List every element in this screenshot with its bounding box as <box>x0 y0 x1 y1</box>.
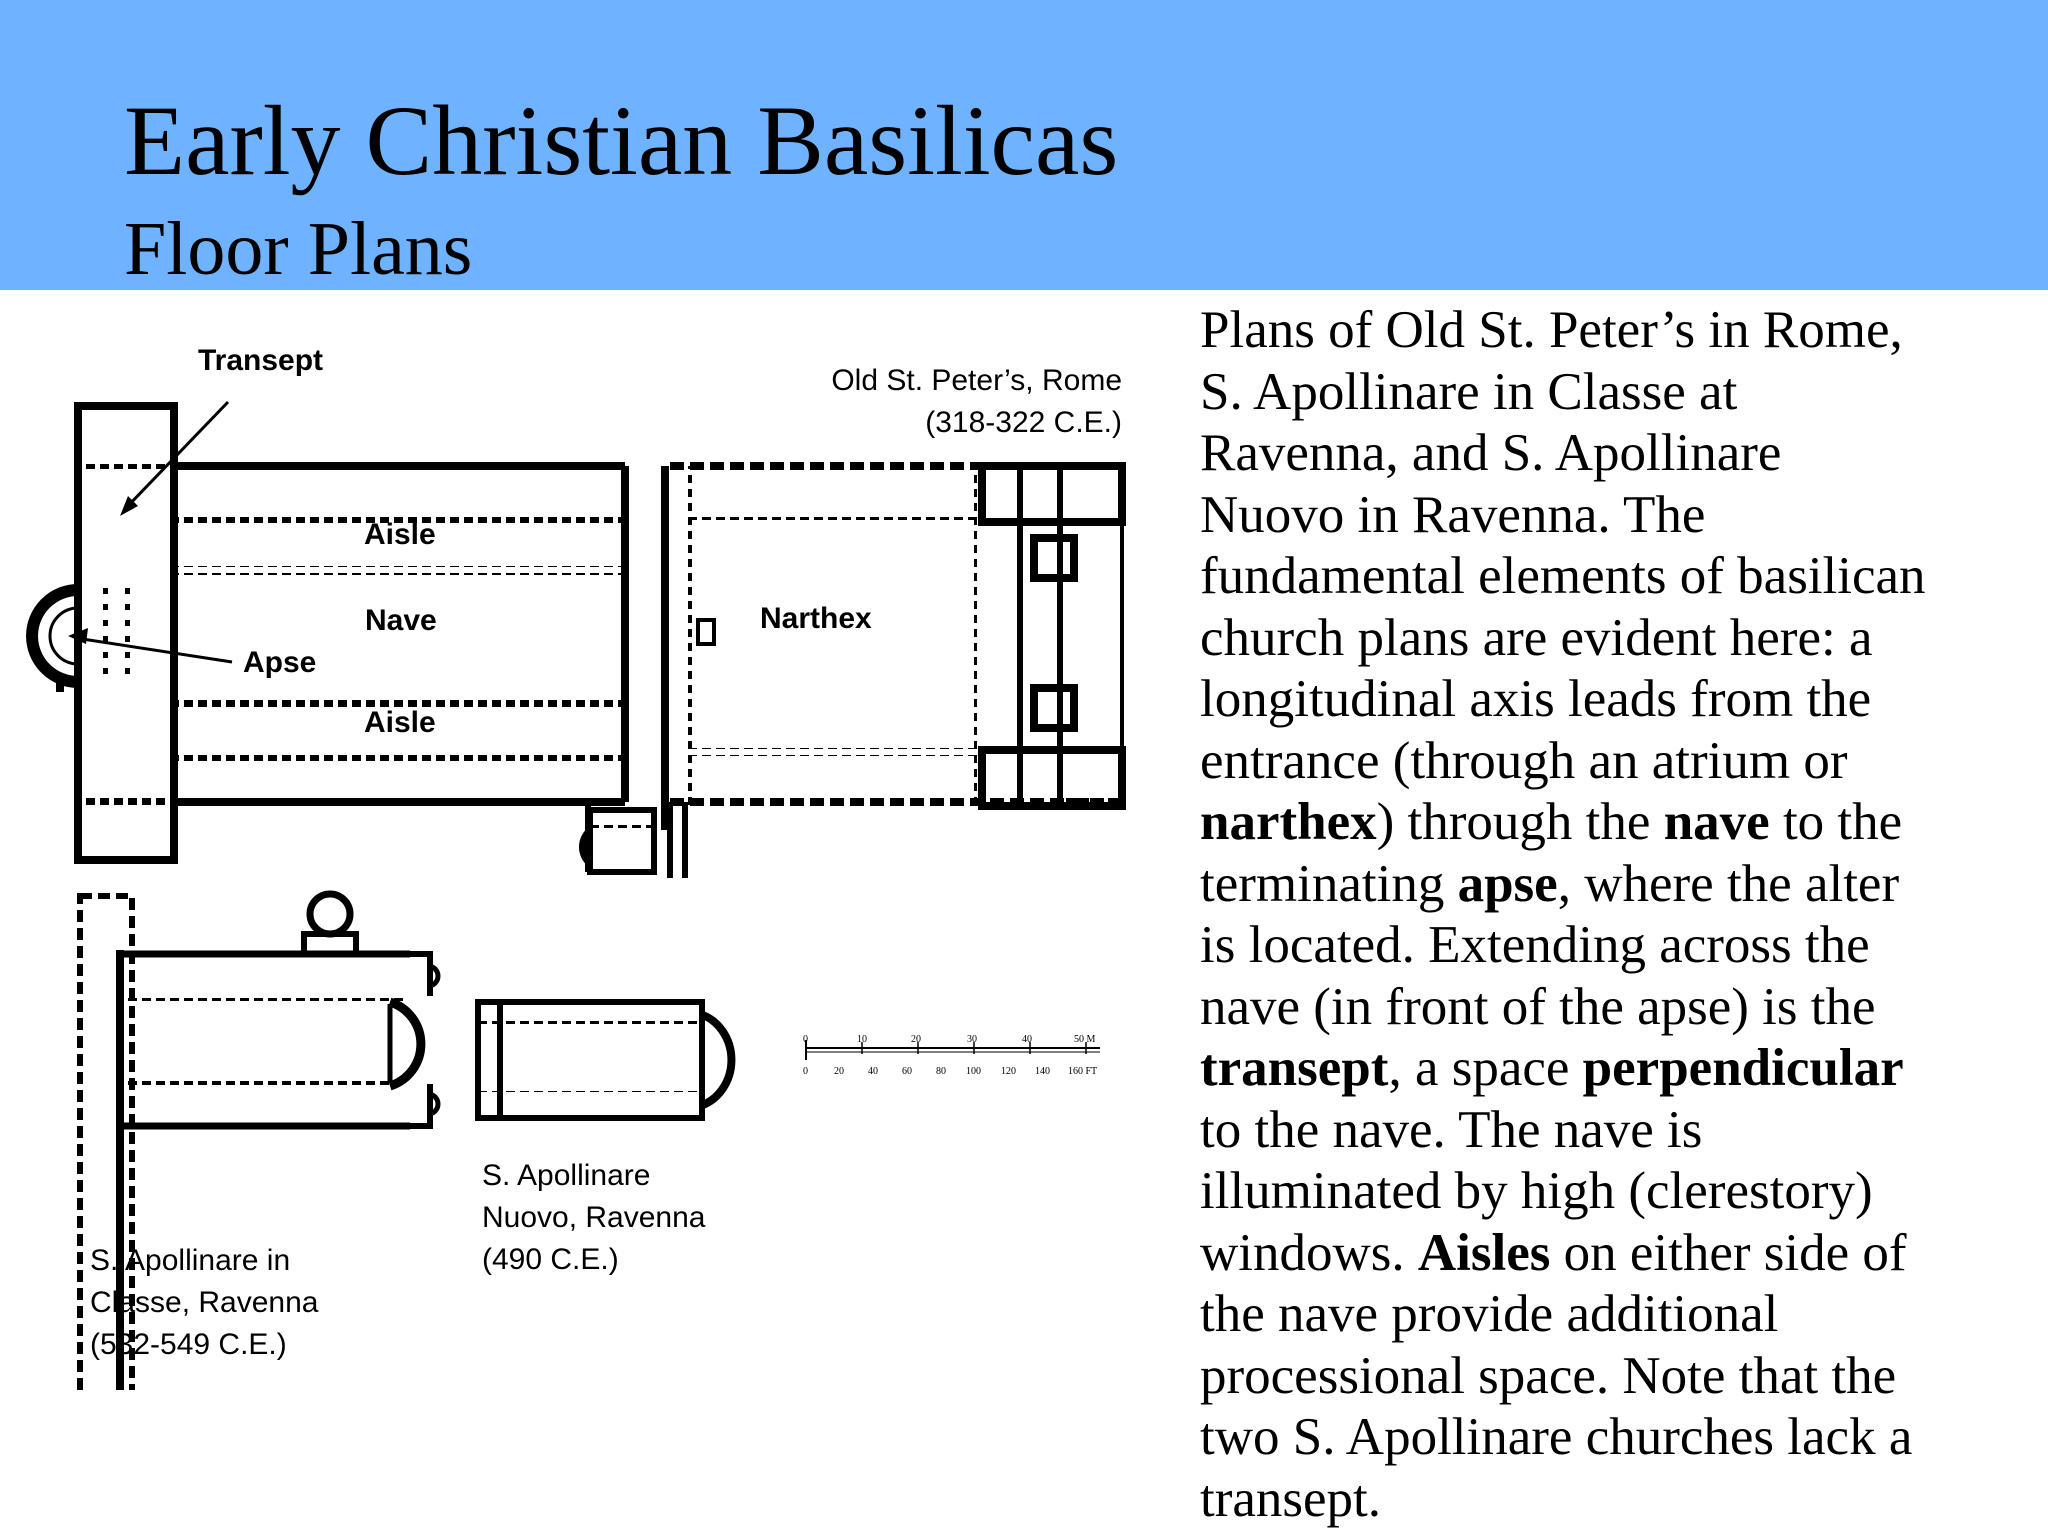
old-st-peters-plan: Transept Aisle Nave Apse Aisle Narthex O… <box>26 344 1126 878</box>
body-line: narthex) through the nave to the <box>1200 792 2000 854</box>
body-line: two S. Apollinare churches lack a <box>1200 1407 2000 1469</box>
body-text-run: S. Apollinare in Classe at <box>1200 362 1738 421</box>
label-apse: Apse <box>243 646 316 679</box>
floor-plans-figure: Transept Aisle Nave Apse Aisle Narthex O… <box>26 344 1126 1390</box>
body-line: the nave provide additional <box>1200 1284 2000 1346</box>
slide-subtitle: Floor Plans <box>124 207 473 291</box>
body-text-run: processional space. Note that the <box>1200 1346 1897 1405</box>
slide-title: Early Christian Basilicas <box>124 85 1119 196</box>
scale-ft-20: 20 <box>834 1066 844 1077</box>
scale-ft-160: 160 FT <box>1068 1066 1097 1077</box>
body-text-run: church plans are evident here: a <box>1200 608 1873 667</box>
s-apollinare-nuovo-plan <box>475 999 736 1121</box>
body-line: nave (in front of the apse) is the <box>1200 977 2000 1039</box>
body-line: Ravenna, and S. Apollinare <box>1200 423 2000 485</box>
body-line: windows. Aisles on either side of <box>1200 1223 2000 1285</box>
body-text-run: terminating <box>1200 854 1458 913</box>
body-text-run: entrance (through an atrium or <box>1200 731 1848 790</box>
body-line: terminating apse, where the alter <box>1200 854 2000 916</box>
body-line: transept, a space perpendicular <box>1200 1038 2000 1100</box>
body-line: S. Apollinare in Classe at <box>1200 362 2000 424</box>
body-bold-term: narthex <box>1200 793 1377 851</box>
scale-ft-80: 80 <box>936 1066 946 1077</box>
body-line: Nuovo in Ravenna. The <box>1200 485 2000 547</box>
caption-nuovo-3: (490 C.E.) <box>482 1243 619 1276</box>
scale-m-40: 40 <box>1022 1034 1032 1045</box>
body-line: to the nave. The nave is <box>1200 1100 2000 1162</box>
label-transept: Transept <box>198 344 323 377</box>
body-text-run: Nuovo in Ravenna. The <box>1200 485 1706 544</box>
body-text-run: ) through the <box>1376 793 1664 851</box>
body-line: Plans of Old St. Peter’s in Rome, <box>1200 300 2000 362</box>
scale-m-20: 20 <box>911 1034 921 1045</box>
caption-classe-2: Classe, Ravenna <box>90 1286 319 1319</box>
label-narthex: Narthex <box>760 602 872 635</box>
body-paragraph: Plans of Old St. Peter’s in Rome,S. Apol… <box>1200 300 2000 1530</box>
caption-old-st-peters-1: Old St. Peter’s, Rome <box>831 364 1122 397</box>
transept-arrow <box>124 400 230 510</box>
scale-m-10: 10 <box>857 1034 867 1045</box>
body-line: longitudinal axis leads from the <box>1200 669 2000 731</box>
body-text-run: on either side of <box>1550 1223 1907 1282</box>
body-bold-term: perpendicular <box>1582 1039 1904 1097</box>
body-text-run: Ravenna, and S. Apollinare <box>1200 424 1782 482</box>
apse-arrow <box>75 636 233 664</box>
body-line: church plans are evident here: a <box>1200 608 2000 670</box>
label-aisle-top: Aisle <box>364 518 436 551</box>
body-bold-term: nave <box>1663 793 1770 851</box>
s-apollinare-classe-plan <box>77 890 441 1390</box>
scale-ft-100: 100 <box>966 1066 981 1077</box>
scale-ft-60: 60 <box>902 1066 912 1077</box>
body-bold-term: transept <box>1200 1039 1389 1097</box>
body-text-run: to the nave. The nave is <box>1200 1100 1703 1159</box>
body-bold-term: apse <box>1457 854 1558 913</box>
scale-ft-40: 40 <box>868 1066 878 1077</box>
scale-ft-140: 140 <box>1035 1066 1050 1077</box>
body-text-run: illuminated by high (clerestory) <box>1200 1162 1873 1220</box>
caption-nuovo-1: S. Apollinare <box>482 1159 650 1192</box>
body-text-run: fundamental elements of basilican <box>1200 547 1926 605</box>
body-line: transept. <box>1200 1469 2000 1531</box>
body-line: entrance (through an atrium or <box>1200 731 2000 793</box>
scale-m-50: 50 M <box>1074 1034 1096 1045</box>
body-text-run: nave (in front of the apse) is the <box>1200 977 1876 1036</box>
body-text-run: windows. <box>1200 1223 1418 1282</box>
body-line: fundamental elements of basilican <box>1200 546 2000 608</box>
scale-m-30: 30 <box>967 1034 977 1045</box>
label-nave: Nave <box>365 604 437 637</box>
caption-classe-3: (532-549 C.E.) <box>90 1328 287 1361</box>
body-line: processional space. Note that the <box>1200 1346 2000 1408</box>
body-bold-term: Aisles <box>1417 1223 1551 1282</box>
body-text-run: to the <box>1769 793 1903 851</box>
caption-nuovo-2: Nuovo, Ravenna <box>482 1201 706 1234</box>
slide-header <box>0 0 2048 290</box>
scale-ft-120: 120 <box>1001 1066 1016 1077</box>
body-line: is located. Extending across the <box>1200 915 2000 977</box>
body-text-run: the nave provide additional <box>1200 1285 1779 1343</box>
body-text-run: , a space <box>1388 1039 1583 1097</box>
body-text-run: transept. <box>1200 1469 1382 1528</box>
body-text-run: is located. Extending across the <box>1200 916 1870 974</box>
scale-m-0: 0 <box>803 1034 808 1045</box>
body-text-run: two S. Apollinare churches lack a <box>1200 1408 1913 1466</box>
body-text-run: , where the alter <box>1557 854 1900 913</box>
body-text-run: Plans of Old St. Peter’s in Rome, <box>1200 301 1903 359</box>
caption-classe-1: S. Apollinare in <box>90 1244 290 1277</box>
body-line: illuminated by high (clerestory) <box>1200 1161 2000 1223</box>
scale-ft-0: 0 <box>803 1066 808 1077</box>
caption-old-st-peters-2: (318-322 C.E.) <box>925 406 1122 439</box>
scale-bar: 0 10 20 30 40 50 M 0 20 40 60 80 100 120… <box>803 1034 1100 1077</box>
body-text-run: longitudinal axis leads from the <box>1200 670 1872 728</box>
label-aisle-bottom: Aisle <box>364 706 436 739</box>
